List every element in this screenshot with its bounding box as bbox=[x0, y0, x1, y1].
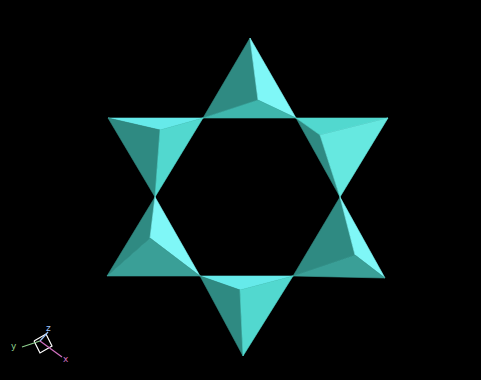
tetrahedron bbox=[296, 118, 388, 197]
axis-label: y bbox=[11, 342, 16, 351]
tetrahedron bbox=[108, 118, 203, 197]
z-axis bbox=[40, 332, 48, 341]
axis-label: x bbox=[63, 355, 68, 364]
axis-label: z bbox=[46, 324, 51, 333]
axis-indicator bbox=[22, 332, 62, 357]
tetrahedron bbox=[200, 276, 293, 356]
tetrahedron bbox=[107, 197, 200, 276]
tetrahedron bbox=[203, 38, 296, 118]
y-axis bbox=[22, 341, 40, 347]
tetrahedron bbox=[293, 197, 385, 278]
x-axis bbox=[40, 341, 62, 357]
